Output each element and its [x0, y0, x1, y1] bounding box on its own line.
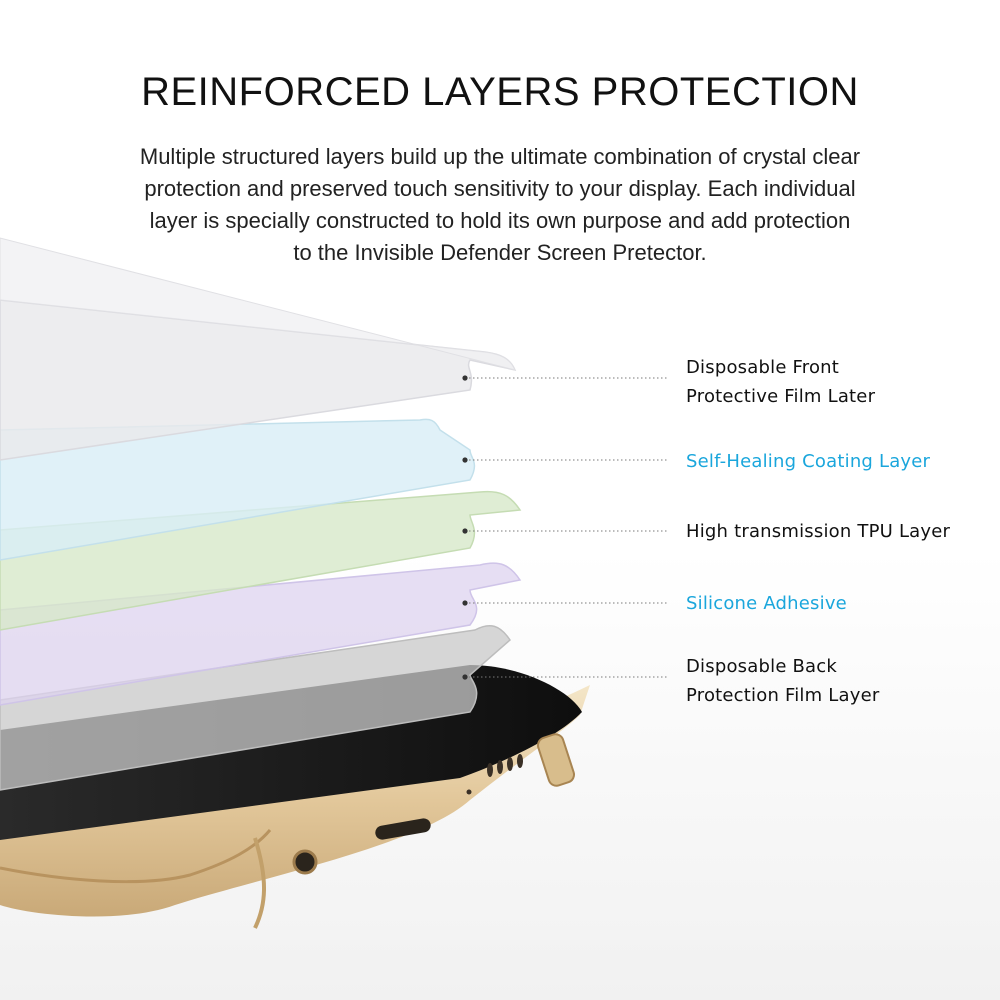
- description-line: to the Invisible Defender Screen Pretect…: [293, 240, 707, 265]
- phone-edge: [0, 829, 272, 884]
- frame-seam: [253, 837, 266, 929]
- layer-label-line: Silicone Adhesive: [686, 593, 847, 614]
- layer-label-line: Self-Healing Coating Layer: [686, 451, 931, 472]
- page-title: REINFORCED LAYERS PROTECTION: [141, 70, 859, 114]
- layer-label-front: Disposable Front Protective Film Later: [686, 353, 875, 411]
- description-line: Multiple structured layers build up the …: [139, 144, 861, 169]
- leader-dot: [462, 674, 468, 680]
- leader-dot: [462, 600, 468, 606]
- film-front-top: [0, 237, 516, 371]
- layer-label-line: Protective Film Later: [686, 386, 876, 407]
- leader-lines: [465, 377, 668, 678]
- layer-label-line: Disposable Front: [686, 357, 840, 378]
- speaker-grille: [466, 754, 523, 795]
- layer-label-line: Disposable Back: [686, 656, 838, 677]
- s-pen: [536, 733, 576, 787]
- layer-label-silicone: Silicone Adhesive: [686, 589, 847, 618]
- description-line: protection and preserved touch sensitivi…: [144, 176, 856, 201]
- leader-dot: [462, 375, 468, 381]
- description: Multiple structured layers build up the …: [110, 141, 890, 269]
- layer-label-self-healing: Self-Healing Coating Layer: [686, 447, 930, 476]
- leader-dot: [462, 457, 468, 463]
- leader-dot: [462, 528, 468, 534]
- usb-c-port: [375, 818, 431, 840]
- layer-label-tpu: High transmission TPU Layer: [686, 517, 950, 546]
- layer-label-line: Protection Film Layer: [686, 685, 880, 706]
- layer-label-back: Disposable Back Protection Film Layer: [686, 652, 879, 710]
- film-back-protection: [0, 624, 511, 791]
- layer-label-line: High transmission TPU Layer: [686, 521, 951, 542]
- film-self-healing: [0, 418, 476, 561]
- film-layers: [0, 237, 522, 791]
- headphone-jack: [292, 849, 318, 875]
- leader-dots: [462, 375, 468, 680]
- description-line: layer is specially constructed to hold i…: [149, 208, 851, 233]
